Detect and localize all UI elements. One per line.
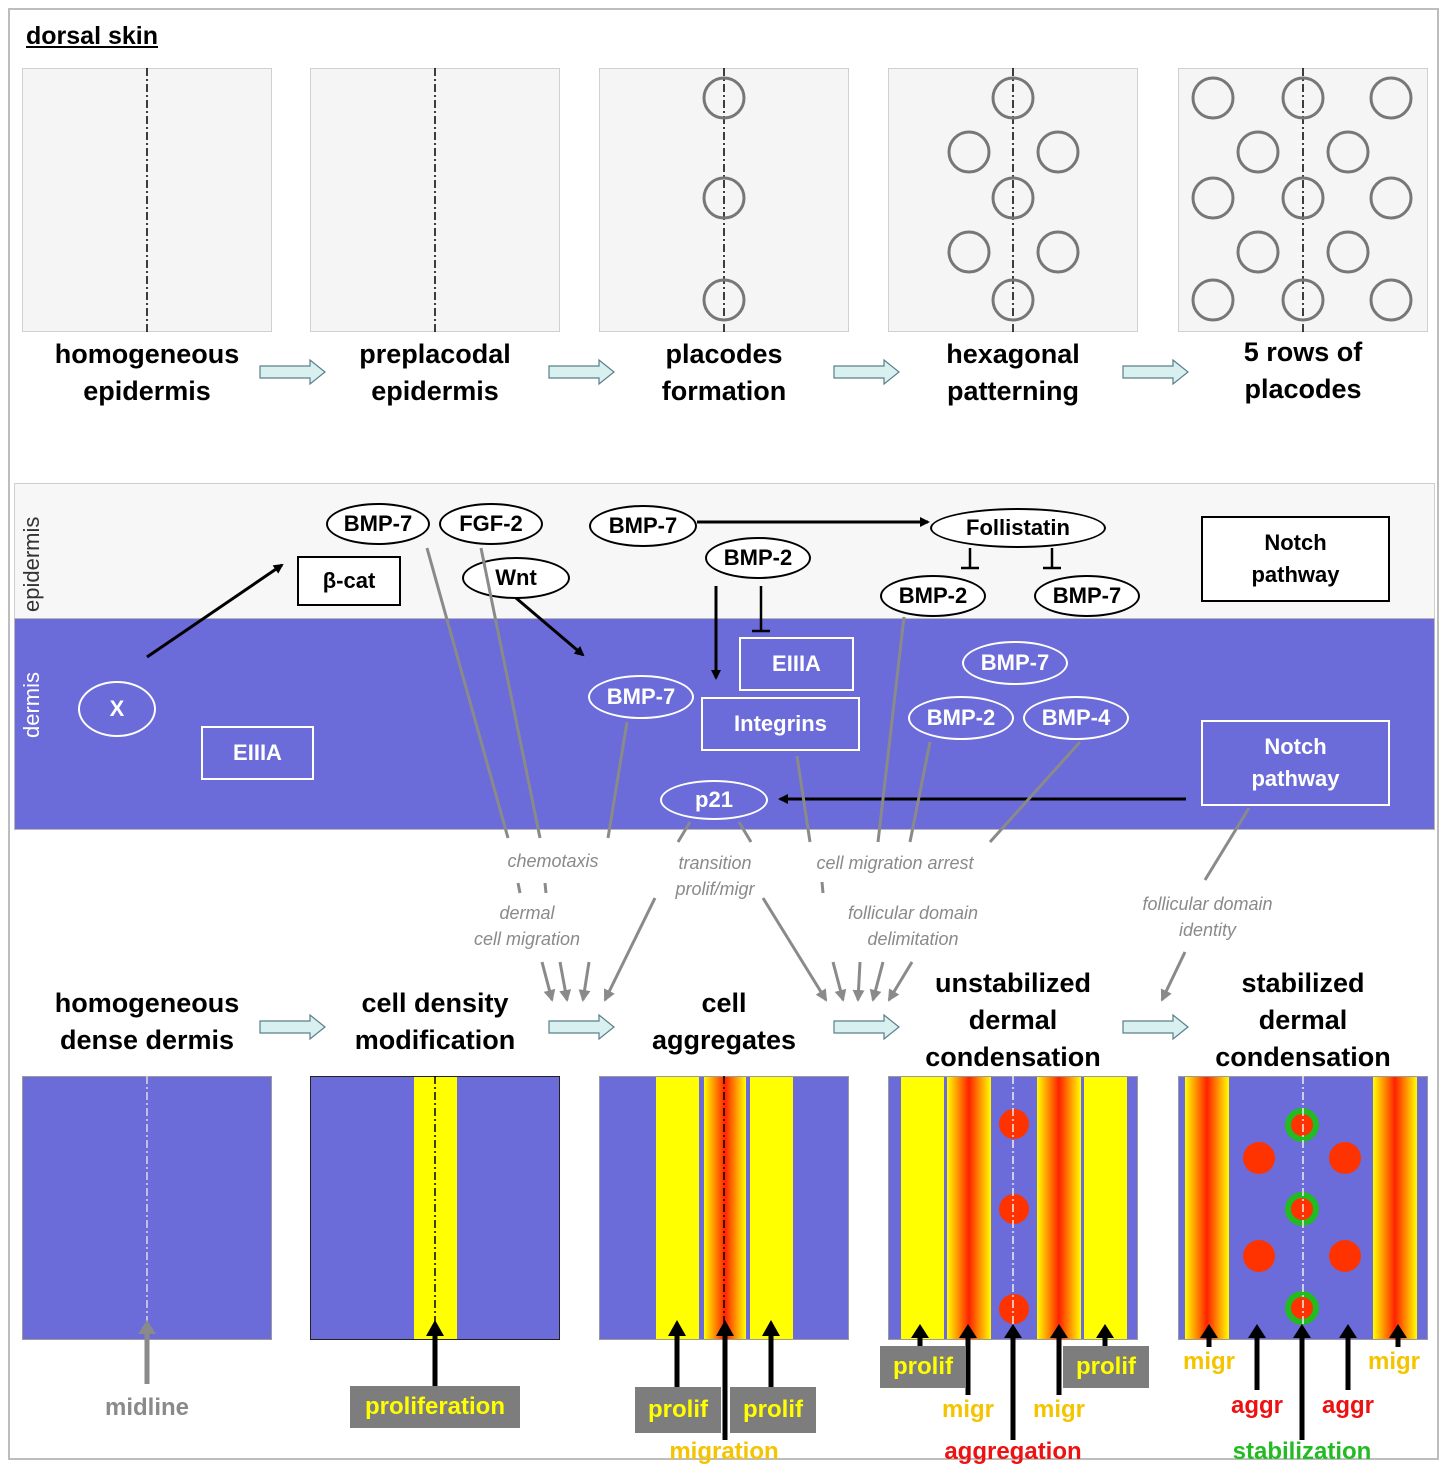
label-aggregation: aggregation <box>944 1438 1082 1465</box>
node-bmp2-epi-2: BMP-2 <box>880 575 986 617</box>
aggregate-dot <box>1329 1240 1361 1272</box>
label-midline: midline <box>104 1394 189 1421</box>
node-bmp7-epi-1: BMP-7 <box>326 503 430 545</box>
node-follistatin: Follistatin <box>930 508 1106 548</box>
node-wnt: Wnt <box>462 557 570 599</box>
panel-homogeneous-epidermis <box>22 68 272 332</box>
bottom-panel-4 <box>888 1076 1138 1340</box>
panel-five-rows <box>1178 68 1428 332</box>
aggregate-dot <box>999 1294 1029 1324</box>
migr-zone-right <box>1037 1077 1081 1339</box>
label-aggr-b: aggr <box>1321 1392 1374 1419</box>
prolif-zone-left-2 <box>901 1077 944 1339</box>
node-eiiia-1: EIIIA <box>201 726 314 780</box>
node-integrins: Integrins <box>701 697 860 751</box>
notch-epi-line1: Notch <box>1264 530 1327 555</box>
node-bmp7-epi-2: BMP-7 <box>589 505 697 547</box>
notch-der-line1: Notch <box>1264 734 1327 759</box>
label-migr-4b: migr <box>1032 1396 1085 1423</box>
node-bmp4: BMP-4 <box>1023 696 1129 740</box>
dermis-side-label: dermis <box>19 671 44 738</box>
panel-placodes-formation <box>599 68 849 332</box>
panel-hexagonal-patterning <box>888 68 1138 332</box>
migr-zone-left-2 <box>1185 1077 1229 1339</box>
stabilized-condensate <box>1285 1291 1319 1325</box>
node-bmp2-der: BMP-2 <box>908 696 1014 740</box>
notch-der-line2: pathway <box>1251 766 1340 791</box>
node-eiiia-2: EIIIA <box>739 637 854 691</box>
node-bmp2-epi-1: BMP-2 <box>705 537 811 579</box>
panel-preplacodal-epidermis <box>310 68 560 332</box>
label-proliferation: proliferation <box>350 1386 520 1428</box>
figure-title: dorsal skin <box>26 22 158 50</box>
migr-zone-left <box>947 1077 991 1339</box>
migr-zone-right-2 <box>1373 1077 1417 1339</box>
node-notch-dermis: Notch pathway <box>1201 720 1390 806</box>
label-migr-5a: migr <box>1182 1348 1235 1375</box>
prolif-zone-right <box>750 1077 793 1339</box>
stabilized-condensate <box>1285 1192 1319 1226</box>
label-migr-5b: migr <box>1367 1348 1420 1375</box>
aggregate-dot <box>999 1194 1029 1224</box>
node-bmp7-der-2: BMP-7 <box>962 641 1068 685</box>
label-aggr-a: aggr <box>1230 1392 1283 1419</box>
node-bmp7-epi-3: BMP-7 <box>1034 575 1140 617</box>
bottom-panel-5 <box>1178 1076 1428 1340</box>
node-p21: p21 <box>660 780 768 820</box>
bottom-panel-2 <box>310 1076 560 1340</box>
label-prolif-4b: prolif <box>1063 1346 1149 1388</box>
prolif-zone-left <box>656 1077 699 1339</box>
proliferation-zone <box>414 1077 457 1339</box>
aggregate-dot <box>1329 1142 1361 1174</box>
aggregate-dot <box>1243 1142 1275 1174</box>
label-migration: migration <box>669 1438 779 1465</box>
epidermis-side-label: epidermis <box>19 516 44 612</box>
stabilized-condensate <box>1285 1108 1319 1142</box>
migration-zone <box>704 1077 746 1339</box>
aggregate-dot <box>999 1109 1029 1139</box>
label-migr-4a: migr <box>941 1396 994 1423</box>
process-chemotaxis: chemotaxis <box>507 851 599 871</box>
node-bmp7-der-1: BMP-7 <box>588 675 694 719</box>
label-prolif-3a: prolif <box>635 1387 721 1433</box>
bottom-panel-1 <box>22 1076 272 1340</box>
node-x: X <box>78 681 156 737</box>
figure-frame <box>8 8 1439 1460</box>
notch-epi-line2: pathway <box>1251 562 1340 587</box>
node-fgf2: FGF-2 <box>439 503 543 545</box>
bottom-panel-3 <box>599 1076 849 1340</box>
label-prolif-3b: prolif <box>730 1387 816 1433</box>
prolif-zone-right-2 <box>1084 1077 1127 1339</box>
process-migration-arrest: cell migration arrest <box>816 853 974 873</box>
label-stabilization: stabilization <box>1232 1438 1372 1465</box>
node-notch-epidermis: Notch pathway <box>1201 516 1390 602</box>
node-beta-catenin: β-cat <box>297 556 401 606</box>
aggregate-dot <box>1243 1240 1275 1272</box>
label-prolif-4a: prolif <box>880 1346 966 1388</box>
